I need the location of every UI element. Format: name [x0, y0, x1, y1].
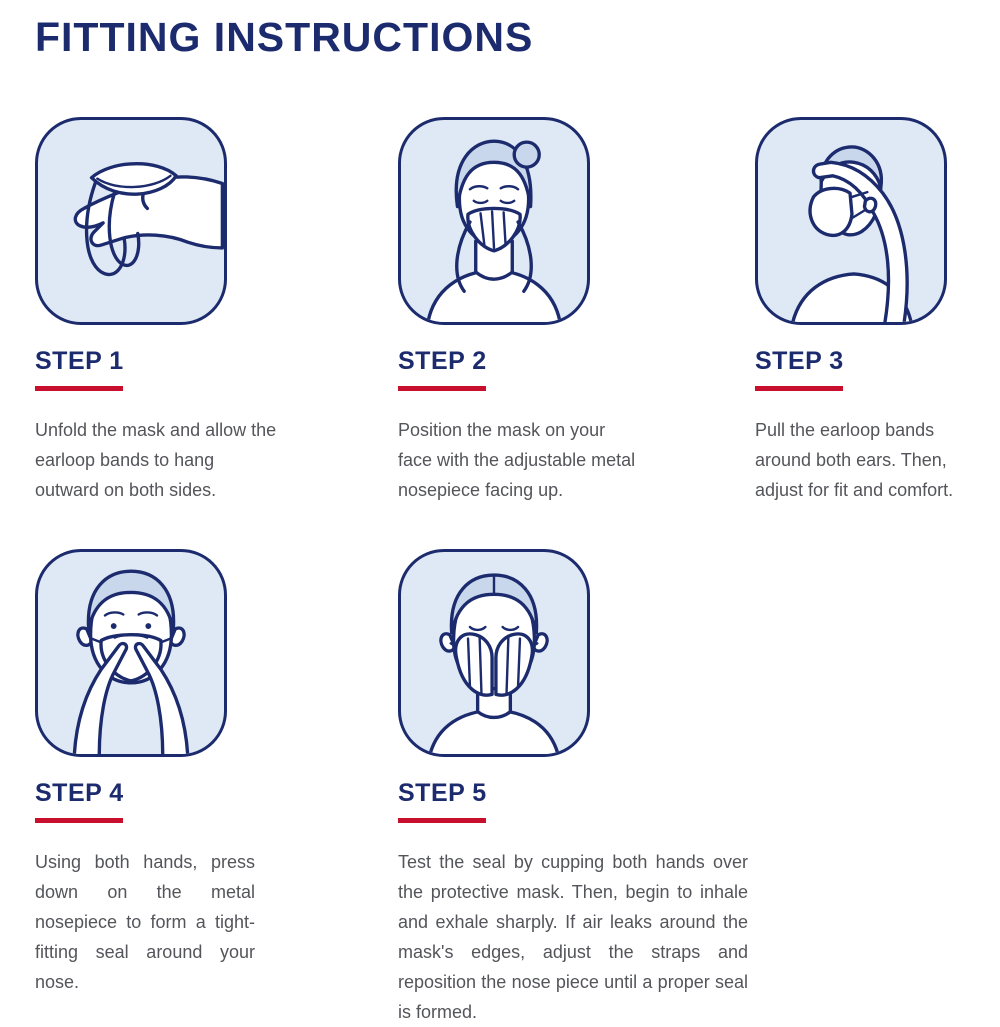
earloop-pull-illustration	[791, 145, 913, 322]
step-3-illustration-box	[755, 117, 947, 325]
steps-row-2: STEP 4 Using both hands, press down on t…	[35, 549, 980, 1027]
step-card-1: STEP 1 Unfold the mask and allow the ear…	[35, 117, 398, 505]
nosepiece-press-illustration	[72, 569, 190, 754]
step-2-illustration-box	[398, 117, 590, 325]
step-1-underline	[35, 386, 123, 391]
step-4-label: STEP 4	[35, 779, 124, 807]
step-5-underline	[398, 818, 486, 823]
steps-row-1: STEP 1 Unfold the mask and allow the ear…	[35, 117, 980, 505]
seal-test-illustration	[428, 573, 560, 754]
page-title: FITTING INSTRUCTIONS	[35, 14, 534, 60]
mask-in-hand-illustration	[73, 162, 224, 276]
step-2-label: STEP 2	[398, 347, 487, 375]
step-card-4: STEP 4 Using both hands, press down on t…	[35, 549, 398, 997]
step-3-description: Pull the earloop bands around both ears.…	[755, 420, 954, 500]
step-card-3: STEP 3 Pull the earloop bands around bot…	[755, 117, 980, 505]
step-3-label: STEP 3	[755, 347, 844, 375]
step-3-underline	[755, 386, 843, 391]
step-1-illustration-box	[35, 117, 227, 325]
step-5-label: STEP 5	[398, 779, 487, 807]
step-5-illustration-box	[398, 549, 590, 757]
step-4-illustration-box	[35, 549, 227, 757]
step-4-underline	[35, 818, 123, 823]
mask-on-face-illustration	[426, 139, 562, 322]
step-2-underline	[398, 386, 486, 391]
step-2-description: Position the mask on your face with the …	[398, 420, 636, 500]
step-4-description: Using both hands, press down on the meta…	[35, 852, 255, 992]
step-1-label: STEP 1	[35, 347, 124, 375]
step-card-2: STEP 2 Position the mask on your face wi…	[398, 117, 755, 505]
step-card-5: STEP 5 Test the seal by cupping both han…	[398, 549, 768, 1027]
step-5-description: Test the seal by cupping both hands over…	[398, 852, 748, 1022]
step-1-description: Unfold the mask and allow the earloop ba…	[35, 420, 277, 500]
